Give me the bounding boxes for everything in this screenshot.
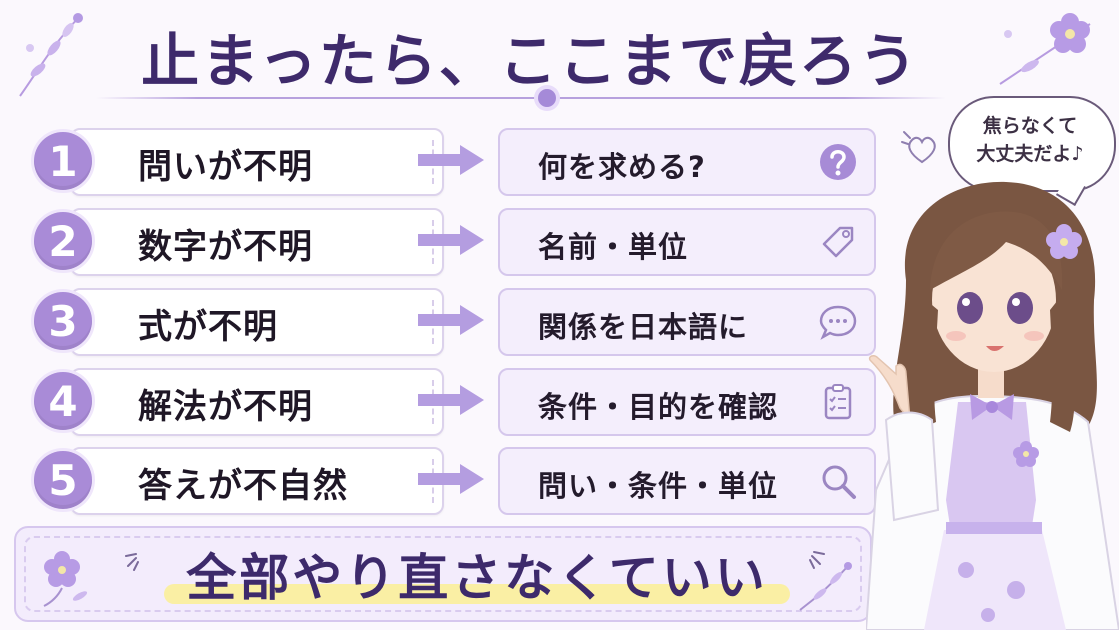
solution-label: 条件・目的を確認 [538,390,779,424]
banner-dashed-frame [24,536,862,612]
arrow-right-icon [418,225,484,255]
solution-label: 関係を日本語に [538,310,749,344]
solution-box: 関係を日本語に [498,288,876,356]
problem-label: 問いが不明 [138,147,313,187]
teacher-character-illustration [866,181,1119,630]
arrow-right-icon [418,464,484,494]
bottom-banner: 全部やり直さなくていい [14,526,872,622]
heart-doodle-icon [901,131,936,164]
banner-sparkle-left-icon [125,553,139,571]
solution-box: 問い・条件・単位 [498,447,876,515]
page-title: 止まったら、ここまで戻ろう [141,27,919,95]
problem-box [70,288,444,356]
arrow-right-icon [418,305,484,335]
question-circle-icon [820,144,856,180]
solution-label: 名前・単位 [538,230,689,264]
magnifier-icon [822,465,856,499]
step-number-badge: 1 [34,132,92,190]
problem-box [70,368,444,436]
problem-box [70,208,444,276]
speech-line-1: 焦らなくて [982,115,1078,137]
step-row: 1 問いが不明 何を求める? [34,128,876,196]
solution-box: 名前・単位 [498,208,876,276]
solution-box: 条件・目的を確認 [498,368,876,436]
banner-right-floral-icon [799,562,852,611]
arrow-right-icon [418,385,484,415]
problem-label: 式が不明 [138,307,278,347]
step-number-badge: 2 [34,212,92,270]
text-highlight [164,584,790,604]
top-left-floral-icon [19,13,83,97]
step-row: 4 解法が不明 条件・目的を確認 [34,368,876,436]
step-number-badge: 4 [34,372,92,430]
step-row: 2 数字が不明 名前・単位 [34,208,876,276]
speech-line-2: 大丈夫だよ♪ [976,143,1084,165]
banner-message: 全部やり直さなくていい [186,549,768,607]
step-row: 5 答えが不自然 問い・条件・単位 [34,447,876,515]
title-divider [96,97,946,99]
solution-box: 何を求める? [498,128,876,196]
divider-flower-icon [538,89,556,107]
banner-left-flower-icon [43,551,88,607]
solution-label: 問い・条件・単位 [538,469,779,503]
speech-bubble-text: 焦らなくて 大丈夫だよ♪ [948,112,1112,168]
step-number-badge: 5 [34,451,92,509]
step-number-badge: 3 [34,292,92,350]
top-right-floral-icon [999,13,1091,85]
tag-icon [822,226,854,258]
step-row: 3 式が不明 関係を日本語に [34,288,876,356]
problem-label: 答えが不自然 [138,466,348,506]
problem-label: 解法が不明 [138,387,313,427]
clipboard-checklist-icon [824,384,852,420]
speech-bubble-icon [819,305,857,340]
solution-label: 何を求める? [538,150,706,184]
problem-label: 数字が不明 [138,227,313,267]
arrow-right-icon [418,145,484,175]
banner-sparkle-right-icon [809,551,825,569]
